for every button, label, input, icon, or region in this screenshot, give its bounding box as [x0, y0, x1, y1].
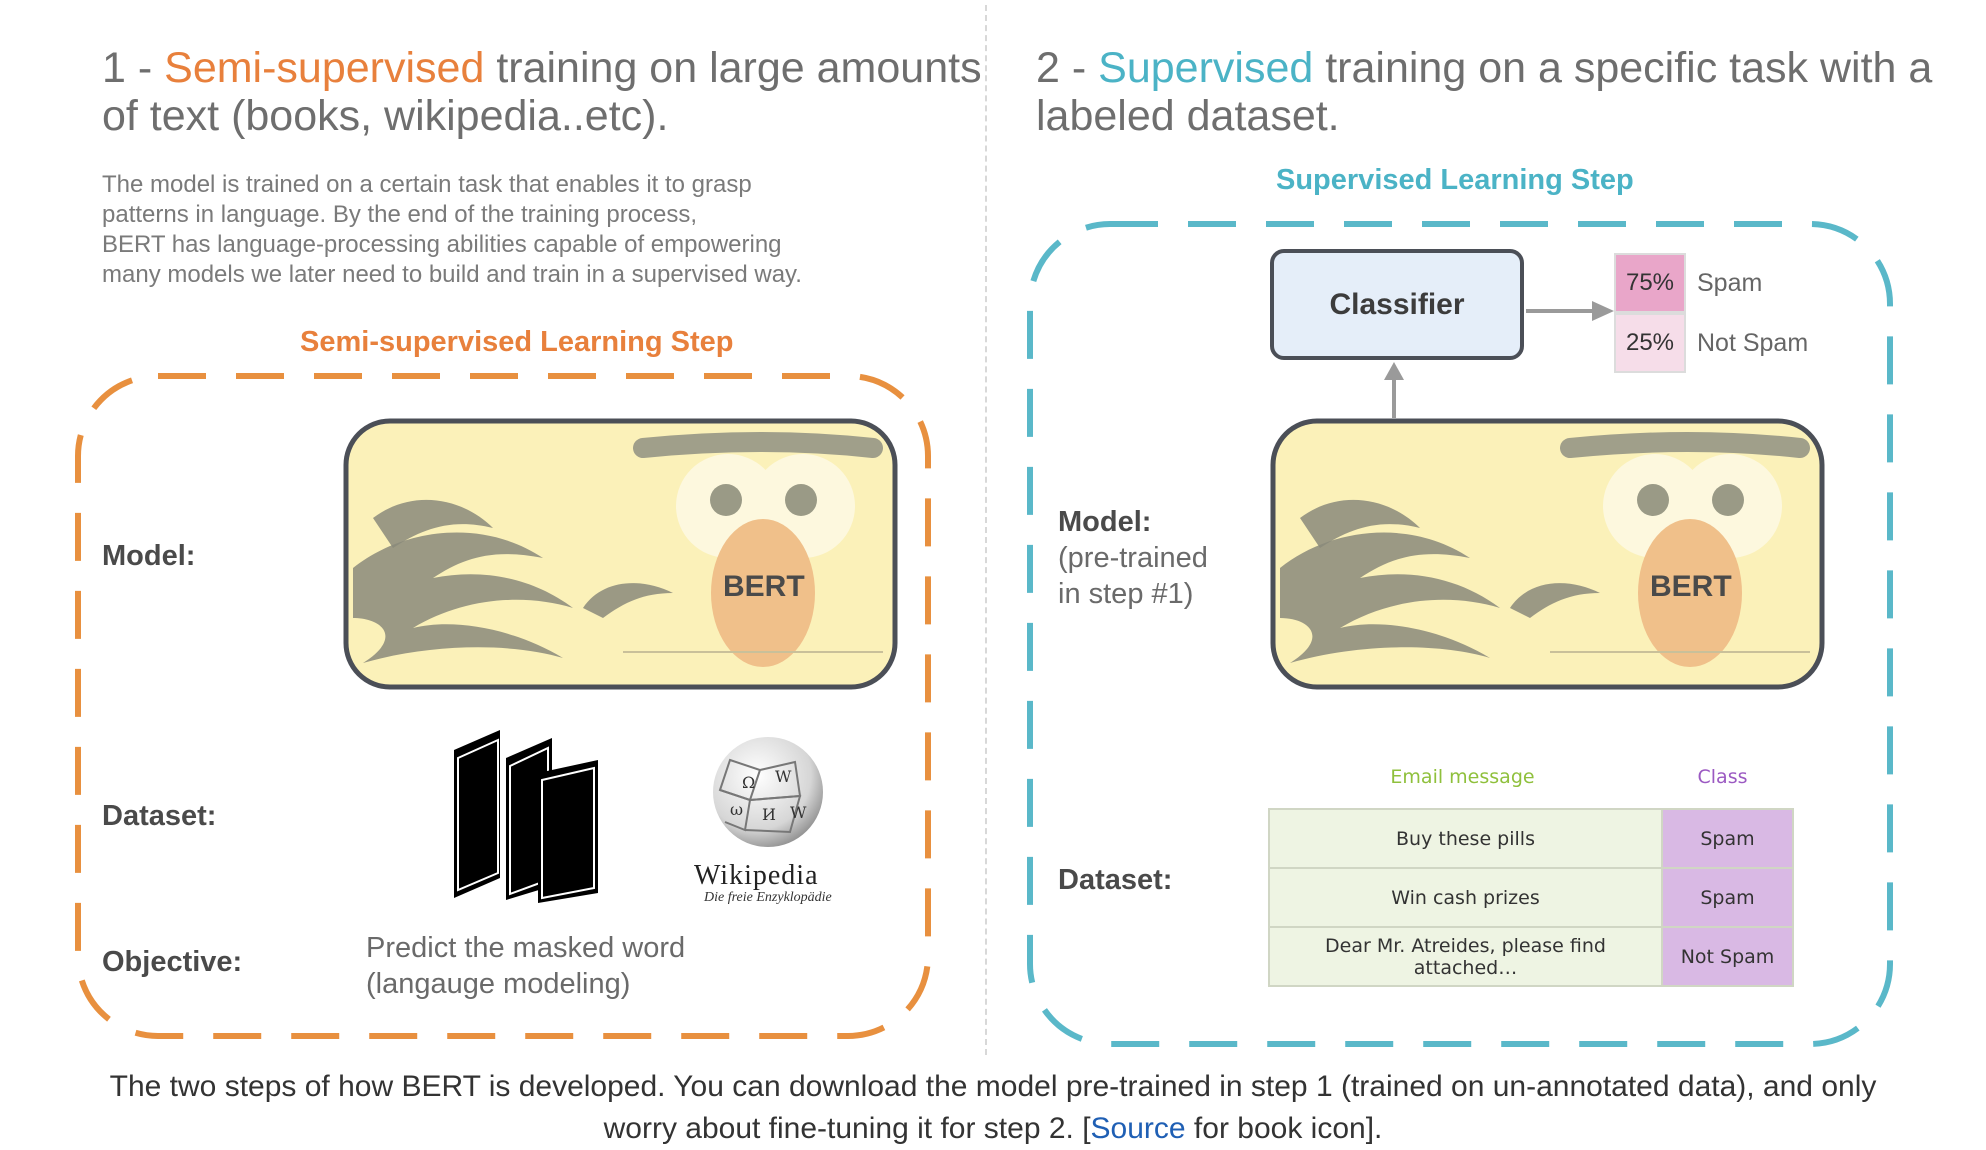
semi-supervised-step-title: Semi-supervised Learning Step — [300, 326, 734, 358]
output-label-not-spam: Not Spam — [1697, 329, 1809, 357]
wiki-glyph-w1: W — [775, 767, 792, 786]
right-dataset-label: Dataset: — [1058, 864, 1173, 896]
bert-model-left: BERT — [343, 418, 898, 690]
column-header-class: Class — [1697, 766, 1748, 788]
column-header-email-message: Email message — [1390, 766, 1535, 788]
heading-highlight-supervised: Supervised — [1098, 44, 1314, 92]
left-objective-label: Objective: — [102, 946, 243, 978]
table-row: Buy these pills Spam — [1268, 808, 1794, 869]
right-model-label: Model: — [1058, 506, 1152, 538]
output-prob-not-spam: 25% — [1614, 313, 1686, 373]
wikipedia-globe-icon: Ω W ω И W — [713, 737, 823, 847]
bert-character-left — [343, 418, 898, 690]
wikipedia-wordmark: Wikipedia — [694, 860, 819, 891]
table-cell-class: Spam — [1661, 808, 1794, 869]
semi-supervised-step-frame — [75, 373, 931, 1039]
left-description: The model is trained on a certain task t… — [102, 171, 802, 288]
wikipedia-subtitle: Die freie Enzyklopädie — [704, 890, 832, 905]
table-row: Win cash prizes Spam — [1268, 867, 1794, 928]
table-cell-message: Dear Mr. Atreides, please find attached… — [1268, 926, 1663, 987]
figure-caption: The two steps of how BERT is developed. … — [0, 1066, 1986, 1150]
table-cell-class: Spam — [1661, 867, 1794, 928]
objective-text: Predict the masked word (langauge modeli… — [366, 932, 686, 1000]
bert-label-left: BERT — [723, 570, 805, 603]
table-cell-message: Win cash prizes — [1268, 867, 1663, 928]
wiki-glyph-omega-lower: ω — [730, 800, 743, 819]
left-model-label: Model: — [102, 540, 196, 572]
wiki-glyph-omega-upper: Ω — [742, 773, 755, 792]
output-label-spam: Spam — [1697, 269, 1763, 297]
wiki-glyph-i: И — [762, 805, 776, 824]
center-divider — [985, 5, 987, 1055]
left-dataset-label: Dataset: — [102, 800, 217, 832]
table-cell-class: Not Spam — [1661, 926, 1794, 987]
heading-highlight-semi-supervised: Semi-supervised — [164, 44, 485, 92]
wiki-glyph-w2: W — [790, 803, 807, 822]
bert-character-right — [1270, 418, 1825, 690]
table-row: Dear Mr. Atreides, please find attached…… — [1268, 926, 1794, 987]
supervised-step-frame — [1027, 221, 1893, 1047]
wikipedia-logo: Ω W ω И W Wikipedia Die freie Enzyklopäd… — [690, 730, 840, 905]
bert-model-right: BERT — [1270, 418, 1825, 690]
supervised-step-title: Supervised Learning Step — [1276, 164, 1634, 196]
dataset-table: Buy these pills Spam Win cash prizes Spa… — [1268, 808, 1794, 987]
right-heading: 2 - Supervised training on a specific ta… — [1036, 44, 1933, 140]
left-heading: 1 - Semi-supervised training on large am… — [102, 44, 982, 140]
books-icon — [454, 730, 598, 903]
classifier-box: Classifier — [1270, 249, 1524, 360]
caption-line-1: The two steps of how BERT is developed. … — [109, 1070, 1877, 1103]
right-model-sublabel: (pre-trained in step #1) — [1058, 542, 1208, 610]
output-prob-spam: 75% — [1614, 253, 1686, 313]
bert-label-right: BERT — [1650, 570, 1732, 603]
bert-to-classifier-arrow — [1384, 362, 1404, 418]
caption-line-2: worry about fine-tuning it for step 2. [… — [603, 1112, 1383, 1145]
table-cell-message: Buy these pills — [1268, 808, 1663, 869]
source-link[interactable]: Source — [1090, 1112, 1186, 1145]
classifier-output-arrow — [1526, 301, 1614, 321]
